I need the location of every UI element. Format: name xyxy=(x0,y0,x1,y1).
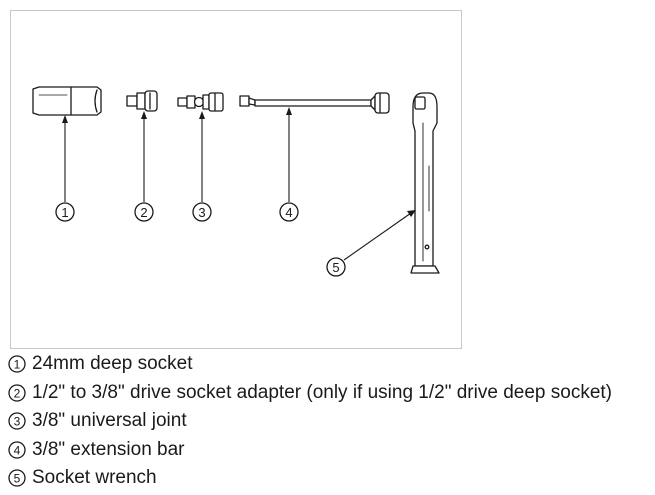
universal-joint-drawing xyxy=(177,92,224,112)
deep-socket-drawing xyxy=(32,86,102,116)
callout-2: 2 xyxy=(134,202,154,222)
number-5-icon: 5 xyxy=(8,469,26,487)
tool-diagram: 1 2 3 4 5 xyxy=(32,86,440,277)
svg-text:4: 4 xyxy=(14,443,21,457)
svg-text:2: 2 xyxy=(140,205,147,220)
extension-bar-drawing xyxy=(239,92,390,114)
legend-item-universal-joint: 3 3/8" universal joint xyxy=(8,407,612,436)
svg-text:3: 3 xyxy=(198,205,205,220)
legend-item-socket-adapter: 2 1/2" to 3/8" drive socket adapter (onl… xyxy=(8,379,612,408)
callout-1: 1 xyxy=(55,202,75,222)
callout-5: 5 xyxy=(326,257,346,277)
svg-text:4: 4 xyxy=(285,205,292,220)
number-1-icon: 1 xyxy=(8,355,26,373)
legend-text: 1/2" to 3/8" drive socket adapter (only … xyxy=(32,381,612,403)
legend-item-extension-bar: 4 3/8" extension bar xyxy=(8,436,612,465)
legend-item-deep-socket: 1 24mm deep socket xyxy=(8,350,612,379)
legend-text: 3/8" extension bar xyxy=(32,438,185,460)
number-2-icon: 2 xyxy=(8,384,26,402)
legend-text: Socket wrench xyxy=(32,467,157,489)
leader-line-5 xyxy=(343,210,416,261)
leader-line-4 xyxy=(286,107,292,202)
svg-text:1: 1 xyxy=(61,205,68,220)
svg-text:5: 5 xyxy=(332,260,339,275)
legend-text: 24mm deep socket xyxy=(32,353,193,375)
parts-legend: 1 24mm deep socket 2 1/2" to 3/8" drive … xyxy=(8,350,612,493)
leader-line-2 xyxy=(141,111,147,202)
drive-adapter-drawing xyxy=(126,90,158,112)
number-3-icon: 3 xyxy=(8,412,26,430)
legend-item-socket-wrench: 5 Socket wrench xyxy=(8,464,612,493)
tool-diagram-frame: 1 2 3 4 5 xyxy=(10,10,462,349)
legend-text: 3/8" universal joint xyxy=(32,410,187,432)
svg-text:5: 5 xyxy=(14,472,21,486)
callout-3: 3 xyxy=(192,202,212,222)
number-4-icon: 4 xyxy=(8,441,26,459)
leader-line-1 xyxy=(62,115,68,202)
leader-line-3 xyxy=(199,111,205,202)
callout-4: 4 xyxy=(279,202,299,222)
svg-text:1: 1 xyxy=(14,358,21,372)
svg-text:3: 3 xyxy=(14,415,21,429)
svg-text:2: 2 xyxy=(14,386,21,400)
socket-wrench-drawing xyxy=(410,92,440,274)
